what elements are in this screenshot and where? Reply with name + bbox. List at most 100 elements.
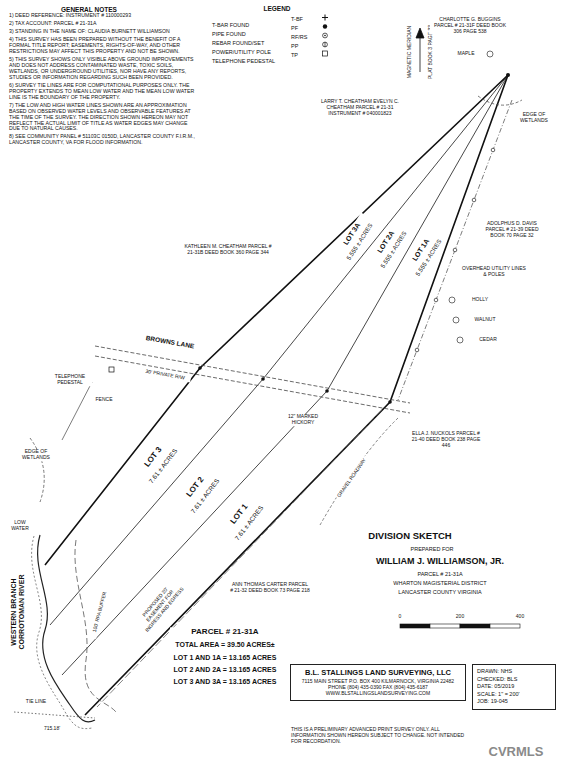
title-text: WHARTON MAGISTERIAL DISTRICT (385, 580, 495, 586)
north-arrow (416, 28, 424, 72)
parcel-summary: TOTAL AREA = 39.50 ACRES± (165, 641, 285, 649)
lot-line (62, 75, 508, 675)
general-note: 4) THIS SURVEY HAS BEEN PREPARED WITHOUT… (8, 37, 200, 55)
scale-bar (400, 624, 430, 628)
monument-label: 12" MARKED HICKORY (280, 414, 326, 426)
tree-symbol (449, 297, 455, 303)
utility-line (398, 100, 512, 400)
distance-label: 715.18' (36, 726, 68, 732)
legend-symbol (323, 51, 328, 56)
tree-label: MAPLE (452, 51, 480, 57)
general-note: 2) TAX ACCOUNT: PARCEL # 21-31A (8, 21, 200, 27)
road-name: BROWNS LANE (140, 333, 200, 351)
general-notes: 1) DEED REFERENCE: INSTRUMENT # 11000029… (8, 13, 200, 148)
title-text: WILLIAM J. WILLIAMSON, JR. (375, 556, 505, 566)
wetlands-label: EDGE OF WETLANDS (19, 449, 53, 461)
legend-symbol (320, 49, 330, 58)
marker-symbol (388, 400, 392, 404)
scale-number: 0 (393, 614, 407, 620)
legend-code: PF (290, 25, 318, 31)
marker-symbol (261, 377, 265, 381)
block-text: CHECKED: BLS (477, 676, 551, 683)
tree-symbol (457, 337, 463, 343)
legend-symbol (320, 40, 330, 49)
tie-line-label: TIE LINE (20, 699, 52, 705)
wetlands-edge (30, 96, 522, 502)
block-text: DATE: 05/2019 (477, 683, 551, 690)
legend-symbol (325, 42, 326, 47)
tree-label: WALNUT (469, 317, 501, 323)
property-boundary (45, 75, 508, 715)
general-note: 7) THE LOW AND HIGH WATER LINES SHOWN AR… (8, 103, 200, 133)
parcel-summary: LOT 2 AND 2A = 13.165 ACRES (165, 666, 285, 674)
scale-bar (460, 624, 490, 628)
adjoiner-label: LARRY T. CHEATHAM EVELYN C. CHEATHAM PAR… (314, 99, 406, 116)
river-name: WESTERN BRANCH CORROTOMAN RIVER (10, 552, 26, 672)
tie-line (14, 712, 95, 718)
marker-symbol (109, 367, 114, 372)
legend-code: RF/RS (290, 34, 318, 40)
easement-line (97, 410, 382, 707)
marker-symbol (198, 366, 202, 370)
tie-line (14, 712, 95, 718)
legend-row: T-BAR FOUND (212, 13, 342, 22)
marker-symbol (325, 389, 329, 393)
parcel-summary: LOT 3 AND 3A = 13.165 ACRES (165, 678, 285, 686)
rpa-buffer-line (75, 540, 116, 712)
legend-symbol (322, 15, 328, 21)
block-text: SCALE: 1" = 200' (477, 691, 551, 698)
notes-heading: GENERAL NOTES (60, 6, 150, 13)
legend-text: PIPE FOUND (212, 31, 246, 37)
property-boundary (45, 75, 508, 565)
browns-lane (95, 356, 410, 413)
lot-line (50, 75, 508, 625)
block-text: DRAWN: NHS (477, 668, 551, 675)
legend-text: T-BAR FOUND (212, 22, 249, 28)
company-name: B.L. STALLINGS LAND SURVEYING, LLC (295, 668, 461, 677)
adjoiner-label: ANN THOMAS CARTER PARCEL # 21-32 DEED BO… (229, 582, 311, 594)
tree-label: HOLLY (465, 297, 495, 303)
utility-pole (434, 298, 438, 302)
disclaimer: THIS IS A PRELIMINARY ADVANCED PRINT SUR… (290, 727, 468, 744)
buffer-label: 100' RPA BUFFER (90, 585, 110, 639)
browns-lane (95, 346, 410, 403)
legend-symbol (324, 35, 326, 37)
scale-number: 400 (511, 614, 529, 620)
adjoiner-label: ADOLPHUS D. DAVIS PARCEL # 21-39 DEED BO… (478, 221, 546, 238)
adjoiner-label: CHARLOTTE G. BUGGINS PARCEL # 21-31F DEE… (430, 17, 510, 34)
utility-label: OVERHEAD UTILITY LINES & POLES (461, 266, 527, 278)
legend-row: TELEPHONE PEDESTAL (212, 49, 342, 58)
fence-line (62, 382, 92, 440)
legend-row: PIPE FOUND (212, 22, 342, 31)
utility-pole (453, 248, 457, 252)
adjoiner-label: ELLA J. NUCKOLS PARCEL # 21-40 DEED BOOK… (409, 431, 483, 448)
general-note: 8) SEE COMMUNITY PANEL # 51103C 0150D, L… (8, 134, 200, 146)
shoreline (38, 535, 95, 722)
north-arrow (420, 34, 421, 72)
water-label: LOW WATER (4, 520, 36, 532)
rpa-buffer-line (75, 540, 116, 712)
legend-symbol (323, 24, 327, 28)
legend-symbol (323, 42, 328, 47)
fence-line (62, 382, 92, 440)
scale-bar (400, 624, 520, 628)
title-text: PREPARED FOR (402, 546, 462, 552)
road-label: GRAVEL ROADWAY (335, 456, 368, 500)
meridian-label: MAGNETIC MERIDIAN (407, 22, 413, 82)
tree-symbol (487, 51, 493, 57)
tree-symbol (453, 317, 459, 323)
lot-line (50, 75, 508, 675)
legend-heading: LEGEND (252, 5, 302, 12)
tree-label: CEDAR (473, 337, 503, 343)
sketch-title: DIVISION SKETCH (355, 531, 465, 542)
surveyor-block: B.L. STALLINGS LAND SURVEYING, LLC7115 M… (290, 664, 466, 701)
road-width: 30' PRIVATE R/W (139, 368, 191, 383)
utility-pole (472, 198, 476, 202)
general-note: 6) SURVEY TIE LINES ARE FOR COMPUTATIONA… (8, 83, 200, 101)
scale-bar (430, 624, 460, 628)
fence-label: FENCE (91, 397, 117, 403)
utility-label: TELEPHONE PEDESTAL (48, 374, 92, 386)
legend-symbol (320, 31, 330, 40)
utility-line (398, 100, 512, 400)
